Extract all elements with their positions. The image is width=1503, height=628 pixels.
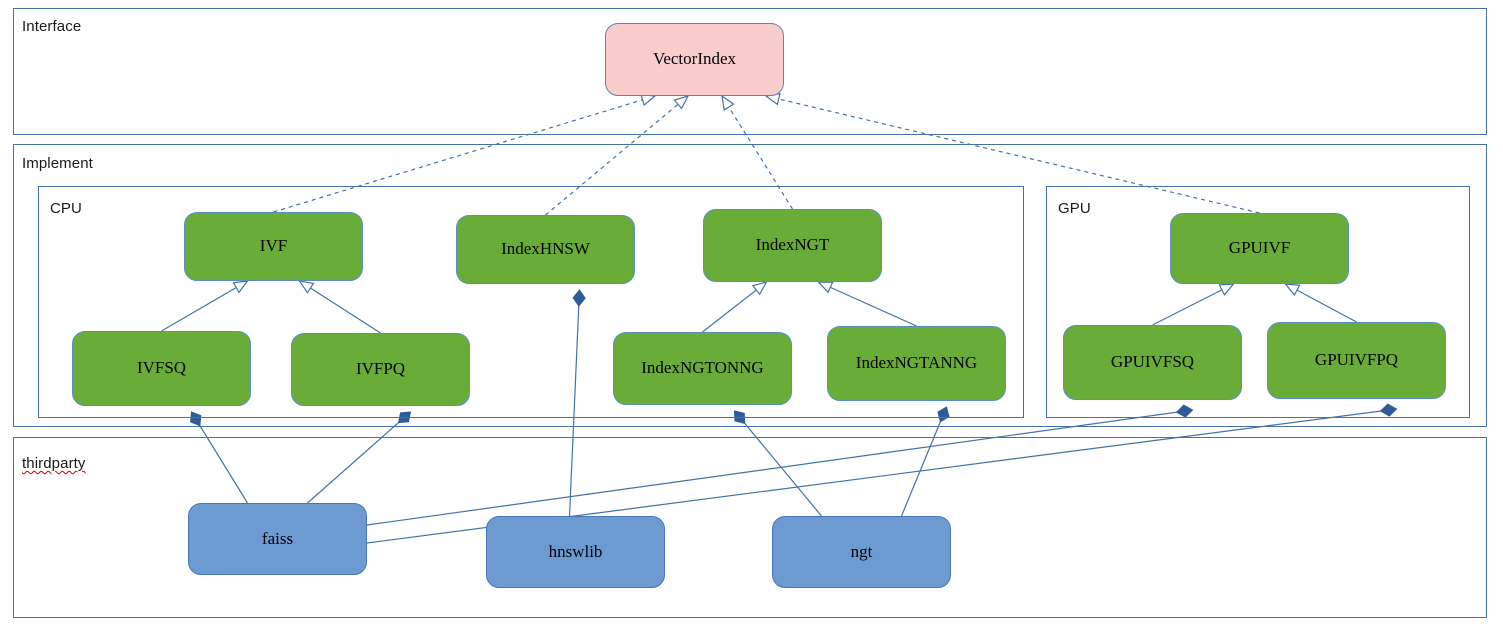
group-label-cpu: CPU: [50, 200, 82, 217]
group-box-implement: [13, 144, 1487, 427]
node-indexngtonng[interactable]: IndexNGTONNG: [613, 332, 792, 405]
node-ngt[interactable]: ngt: [772, 516, 951, 588]
node-gpuivfpq[interactable]: GPUIVFPQ: [1267, 322, 1446, 399]
node-gpuivf[interactable]: GPUIVF: [1170, 213, 1349, 284]
node-indexngtanng[interactable]: IndexNGTANNG: [827, 326, 1006, 401]
group-label-implement: Implement: [22, 155, 93, 172]
group-label-thirdparty: thirdparty: [22, 455, 86, 472]
group-box-interface: [13, 8, 1487, 135]
node-indexhnsw[interactable]: IndexHNSW: [456, 215, 635, 284]
node-hnswlib[interactable]: hnswlib: [486, 516, 665, 588]
group-label-interface: Interface: [22, 18, 82, 35]
node-ivfpq[interactable]: IVFPQ: [291, 333, 470, 406]
node-vectorindex[interactable]: VectorIndex: [605, 23, 784, 96]
group-label-gpu: GPU: [1058, 200, 1091, 217]
node-ivfsq[interactable]: IVFSQ: [72, 331, 251, 406]
node-indexngt[interactable]: IndexNGT: [703, 209, 882, 282]
node-ivf[interactable]: IVF: [184, 212, 363, 281]
node-gpuivfsq[interactable]: GPUIVFSQ: [1063, 325, 1242, 400]
group-box-thirdparty: [13, 437, 1487, 618]
group-box-gpu: [1046, 186, 1470, 418]
group-box-cpu: [38, 186, 1024, 418]
node-faiss[interactable]: faiss: [188, 503, 367, 575]
